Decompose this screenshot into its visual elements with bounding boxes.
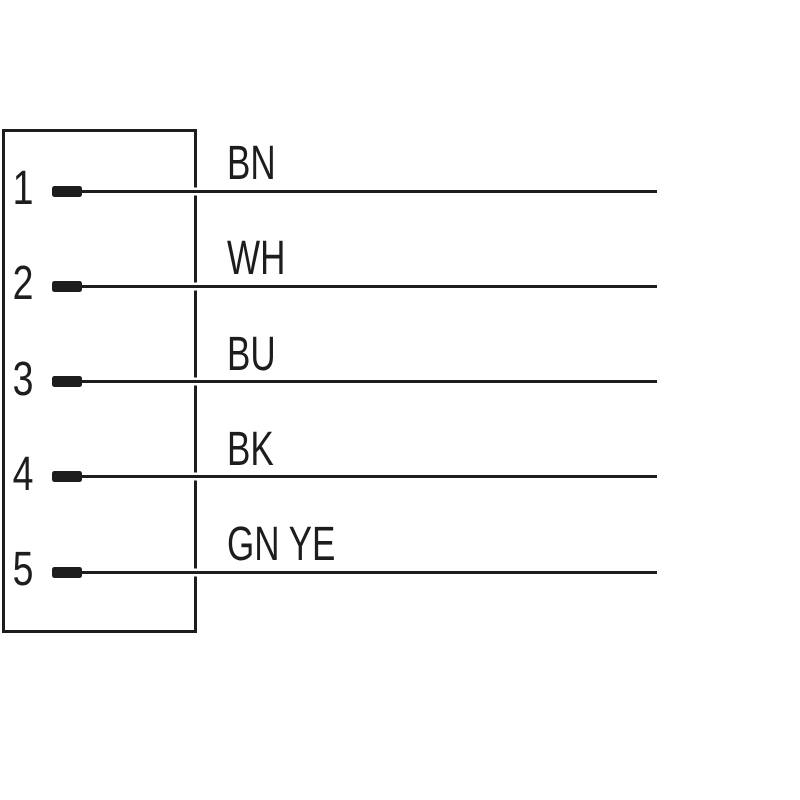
wire-line [80, 475, 657, 479]
wire-color-label: GN YE [227, 518, 336, 571]
pin-terminal-icon [52, 566, 82, 578]
pin-terminal-icon [52, 280, 82, 292]
wire-line [80, 380, 657, 383]
wire-color-label: BN [227, 137, 276, 190]
pin-number: 1 [12, 162, 34, 215]
wire-color-label: BK [227, 422, 274, 476]
pin-number: 2 [12, 257, 34, 311]
wire-line [80, 189, 657, 193]
wire-color-label: WH [227, 232, 286, 286]
pin-number: 5 [12, 543, 34, 596]
pin-terminal-icon [52, 185, 82, 197]
wire-line [80, 570, 657, 574]
pin-terminal-icon [52, 471, 82, 483]
pin-number: 3 [12, 352, 34, 406]
pin-number: 4 [12, 447, 34, 501]
pin-terminal-icon [52, 376, 82, 387]
wire-line [80, 284, 657, 288]
wire-color-label: BU [227, 327, 276, 381]
